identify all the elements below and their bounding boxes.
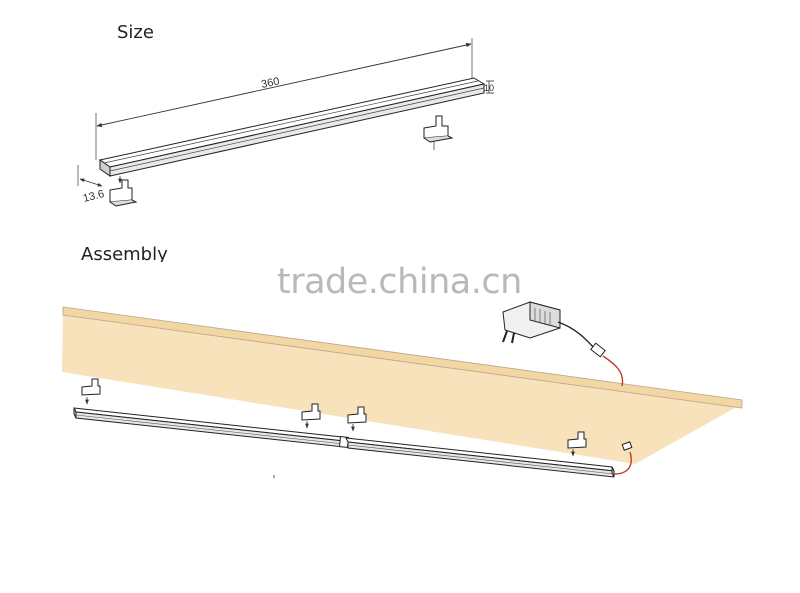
assembly-clip-4 [567, 431, 587, 457]
watermark: trade.china.cn [277, 262, 522, 302]
red-wire-top [602, 355, 624, 387]
power-adapter [502, 301, 561, 344]
dc-connector [590, 342, 606, 358]
profile-top-face [98, 77, 486, 168]
assembly-drawing [62, 301, 743, 478]
length-dimension-line [96, 42, 472, 128]
height-dimension-label: 10 [484, 83, 494, 93]
size-heading: Size [117, 22, 154, 43]
wire-connector [621, 441, 633, 451]
assembly-heading: Assembly [81, 244, 168, 262]
ceiling-board-edge [62, 306, 743, 409]
red-wire-bottom [613, 451, 632, 475]
profile-diffuser-line [109, 87, 485, 172]
led-profile-2 [345, 437, 615, 478]
led-profile-1 [73, 407, 345, 448]
size-drawing: 360 10 13.6 [77, 38, 494, 207]
adapter-cable [557, 321, 597, 351]
mounting-clip-left [109, 176, 138, 207]
assembly-clip-1 [81, 378, 101, 405]
assembly-clip-3 [347, 406, 367, 432]
width-dimension-line [79, 178, 103, 187]
profile-groove [103, 80, 479, 164]
width-dimension-label: 13.6 [82, 188, 106, 205]
length-dimension-label: 360 [260, 75, 280, 91]
ceiling-board [62, 311, 742, 464]
profile-end-cap [99, 159, 111, 177]
assembly-clip-2 [301, 403, 321, 429]
mounting-clip-right [423, 115, 454, 150]
